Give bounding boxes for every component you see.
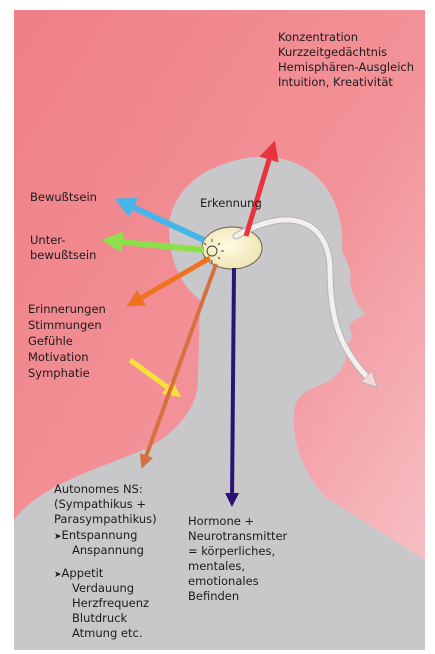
- label-atmung: Atmung etc.: [54, 626, 142, 640]
- label-unter: Unter-: [30, 233, 65, 247]
- label-koerperliches: = körperliches,: [188, 544, 275, 558]
- label-autonomes-ns: Autonomes NS:: [54, 482, 143, 496]
- label-mentales: mentales,: [188, 559, 245, 573]
- label-parasympathikus: Parasympathikus): [54, 512, 157, 526]
- label-verdauung: Verdauung: [54, 581, 134, 595]
- label-erkennung: Erkennung: [200, 196, 262, 210]
- label-erinnerungen: Erinnerungen: [28, 302, 106, 316]
- label-hemisphaeren-ausgleich: Hemisphären-Ausgleich: [278, 60, 414, 74]
- label-konzentration: Konzentration: [278, 30, 358, 44]
- label-befinden: Befinden: [188, 589, 239, 603]
- label-sympathikus: (Sympathikus +: [54, 497, 146, 511]
- label-appetit: Appetit: [54, 566, 103, 582]
- label-blutdruck: Blutdruck: [54, 611, 127, 625]
- gland-shape: [202, 227, 262, 269]
- arrow-navy: [232, 268, 234, 500]
- label-motivation: Motivation: [28, 350, 89, 364]
- label-neurotransmitter: Neurotransmitter: [188, 529, 287, 543]
- label-stimmungen: Stimmungen: [28, 318, 102, 332]
- label-entspannung: Entspannung: [54, 528, 137, 544]
- label-emotionales: emotionales: [188, 574, 259, 588]
- label-herzfrequenz: Herzfrequenz: [54, 596, 149, 610]
- label-kurzzeitgedaechtnis: Kurzzeitgedächtnis: [278, 45, 387, 59]
- label-anspannung: Anspannung: [54, 543, 144, 557]
- label-intuition-kreativitaet: Intuition, Kreativität: [278, 75, 393, 89]
- label-gefuehle: Gefühle: [28, 334, 73, 348]
- label-bewusstsein: Bewußtsein: [30, 190, 97, 204]
- label-bewusstsein-2: bewußtsein: [30, 248, 96, 262]
- label-hormone: Hormone +: [188, 514, 254, 528]
- label-symphatie: Symphatie: [28, 366, 90, 380]
